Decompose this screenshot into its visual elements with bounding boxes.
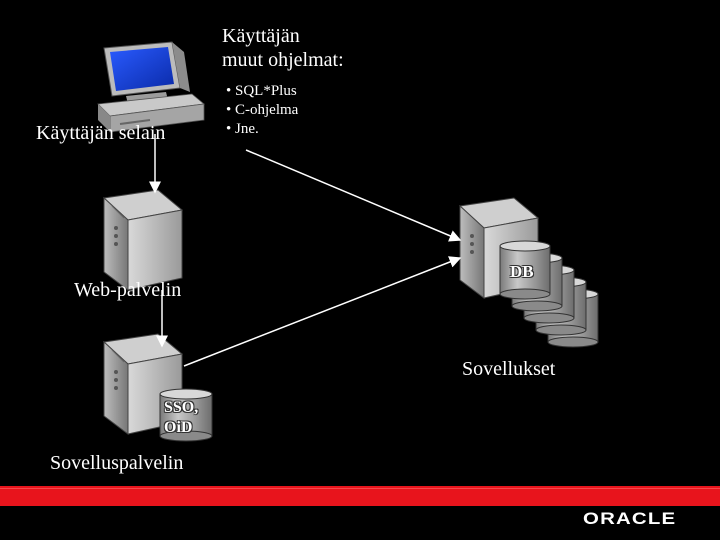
app-to-db-arrow: [183, 256, 462, 367]
other-programs-list: • SQL*Plus • C-ohjelma • Jne.: [226, 82, 298, 139]
browser-label: Käyttäjän selain: [36, 122, 166, 144]
footer-bar: [0, 486, 720, 506]
other-programs-title: Käyttäjän muut ohjelmat:: [222, 24, 344, 72]
other-programs-title-line1: Käyttäjän: [222, 25, 300, 47]
oracle-logo: ORACLE: [583, 509, 677, 528]
list-item: • SQL*Plus: [226, 83, 297, 99]
list-item: • C-ohjelma: [226, 102, 299, 118]
db-label: DB: [510, 262, 534, 281]
other-programs-title-line2: muut ohjelmat:: [222, 49, 344, 71]
oid-label: OiD: [164, 419, 193, 436]
database-icon: [159, 388, 213, 442]
programs-to-db-arrow: [245, 149, 462, 242]
web-server-label: Web-palvelin: [74, 279, 182, 301]
list-item: • Jne.: [226, 121, 259, 137]
connector-lines: [149, 134, 462, 367]
app-server-label: Sovelluspalvelin: [50, 452, 184, 474]
server-icon: [102, 189, 184, 291]
applications-label: Sovellukset: [462, 358, 556, 380]
database-icon: [499, 240, 599, 348]
sso-label: SSO,: [164, 399, 199, 416]
sso-oid-label: SSO, OiD: [164, 398, 198, 438]
computer-icon: [97, 41, 205, 133]
server-icon: [102, 333, 184, 435]
